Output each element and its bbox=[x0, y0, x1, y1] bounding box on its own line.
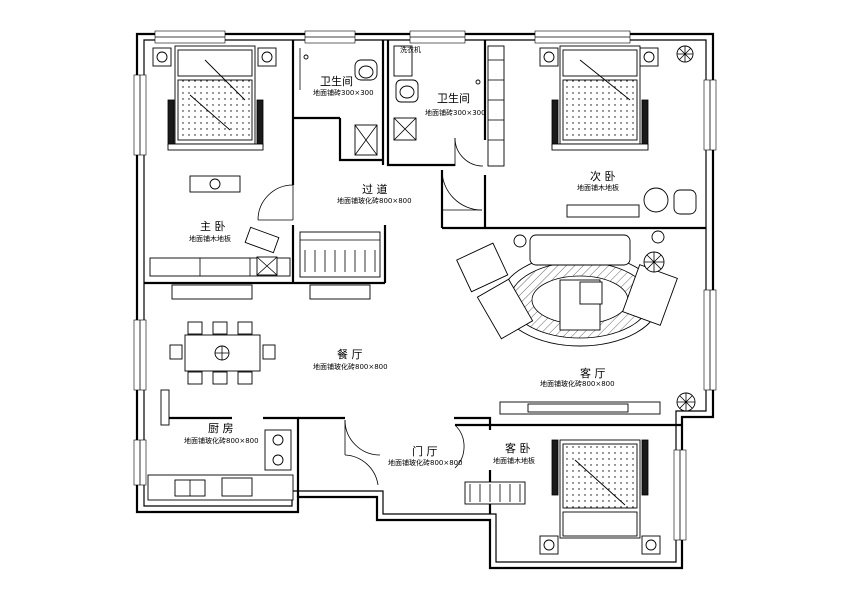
living-room-name: 客 厅 bbox=[580, 366, 606, 380]
entry-floor: 地面铺玻化砖800×800 bbox=[388, 458, 463, 467]
kitchen-name: 厨 房 bbox=[208, 422, 234, 435]
dining-name: 餐 厅 bbox=[337, 347, 363, 361]
entry-name: 门 厅 bbox=[412, 444, 438, 458]
master-bedroom-floor: 地面铺木地板 bbox=[189, 234, 231, 243]
guest-bedroom-name: 客 卧 bbox=[505, 441, 531, 455]
windows bbox=[133, 30, 717, 541]
kitchen: 厨 房 地面铺玻化砖800×800 bbox=[147, 389, 294, 501]
living-room-floor: 地面铺玻化砖800×800 bbox=[540, 379, 615, 388]
corridor: 过 道 地面铺玻化砖800×800 bbox=[299, 182, 412, 278]
second-bedroom-floor: 地面铺木地板 bbox=[577, 183, 619, 192]
interior-walls bbox=[144, 40, 706, 514]
entry: 门 厅 地面铺玻化砖800×800 bbox=[388, 444, 526, 505]
second-bedroom: 次 卧 地面铺木地板 bbox=[539, 45, 697, 218]
second-bedroom-name: 次 卧 bbox=[590, 169, 616, 183]
bathroom-2-floor: 地面铺砖300×300 bbox=[425, 108, 486, 117]
guest-bedroom-floor: 地面铺木地板 bbox=[493, 456, 535, 465]
master-bedroom-name: 主 卧 bbox=[200, 220, 226, 233]
dining-floor: 地面铺玻化砖800×800 bbox=[313, 362, 388, 371]
corridor-floor: 地面铺玻化砖800×800 bbox=[337, 196, 412, 205]
master-bedroom: 主 卧 地面铺木地板 bbox=[149, 45, 291, 277]
bathroom-2: 洗衣机 卫生间 地面铺砖300×300 bbox=[393, 45, 505, 167]
washer-label: 洗衣机 bbox=[400, 45, 421, 54]
outer-walls bbox=[135, 32, 715, 570]
kitchen-floor: 地面铺玻化砖800×800 bbox=[184, 436, 259, 445]
corridor-name: 过 道 bbox=[362, 182, 388, 196]
bathroom-1-name: 卫生间 bbox=[320, 74, 353, 88]
living-room: 客 厅 地面铺玻化砖800×800 bbox=[456, 230, 696, 415]
dining: 餐 厅 地面铺玻化砖800×800 bbox=[169, 284, 388, 385]
bathroom-2-name: 卫生间 bbox=[437, 91, 470, 105]
doors bbox=[257, 137, 490, 486]
bathroom-1-floor: 地面铺砖300×300 bbox=[313, 88, 374, 97]
bathroom-1: 卫生间 地面铺砖300×300 bbox=[299, 48, 378, 156]
guest-bedroom: 客 卧 地面铺木地板 bbox=[493, 439, 661, 555]
